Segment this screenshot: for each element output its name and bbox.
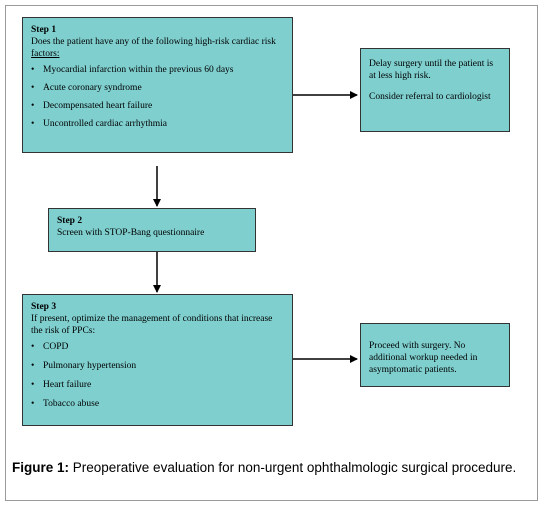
step2-box: Step 2 Screen with STOP-Bang questionnai…: [48, 208, 256, 252]
step1-question-underlined: factors:: [31, 49, 60, 59]
proceed-text: Proceed with surgery. No additional work…: [369, 341, 478, 375]
caption-text: Preoperative evaluation for non-urgent o…: [69, 460, 517, 475]
step2-title: Step 2: [57, 216, 83, 226]
list-item: Myocardial infarction within the previou…: [31, 64, 284, 76]
step1-question: Does the patient have any of the followi…: [31, 37, 276, 59]
proceed-box: Proceed with surgery. No additional work…: [360, 323, 510, 387]
list-item: Pulmonary hypertension: [31, 360, 284, 372]
list-item: Uncontrolled cardiac arrhythmia: [31, 118, 284, 130]
step1-risk-list: Myocardial infarction within the previou…: [31, 64, 284, 130]
delay-box: Delay surgery until the patient is at le…: [360, 48, 510, 132]
list-item: COPD: [31, 341, 284, 353]
step3-text: If present, optimize the management of c…: [31, 314, 273, 336]
list-item: Tobacco abuse: [31, 398, 284, 410]
referral-text: Consider referral to cardiologist: [369, 92, 491, 102]
list-item: Acute coronary syndrome: [31, 82, 284, 94]
delay-text: Delay surgery until the patient is at le…: [369, 59, 494, 81]
figure-caption: Figure 1: Preoperative evaluation for no…: [12, 459, 536, 476]
step3-box: Step 3 If present, optimize the manageme…: [22, 294, 293, 426]
step2-text: Screen with STOP-Bang questionnaire: [57, 228, 205, 238]
list-item: Decompensated heart failure: [31, 100, 284, 112]
list-item: Heart failure: [31, 379, 284, 391]
step1-box: Step 1 Does the patient have any of the …: [22, 17, 293, 153]
step3-condition-list: COPD Pulmonary hypertension Heart failur…: [31, 341, 284, 410]
step3-title: Step 3: [31, 302, 57, 312]
caption-label: Figure 1:: [12, 460, 70, 475]
step1-title: Step 1: [31, 25, 57, 35]
